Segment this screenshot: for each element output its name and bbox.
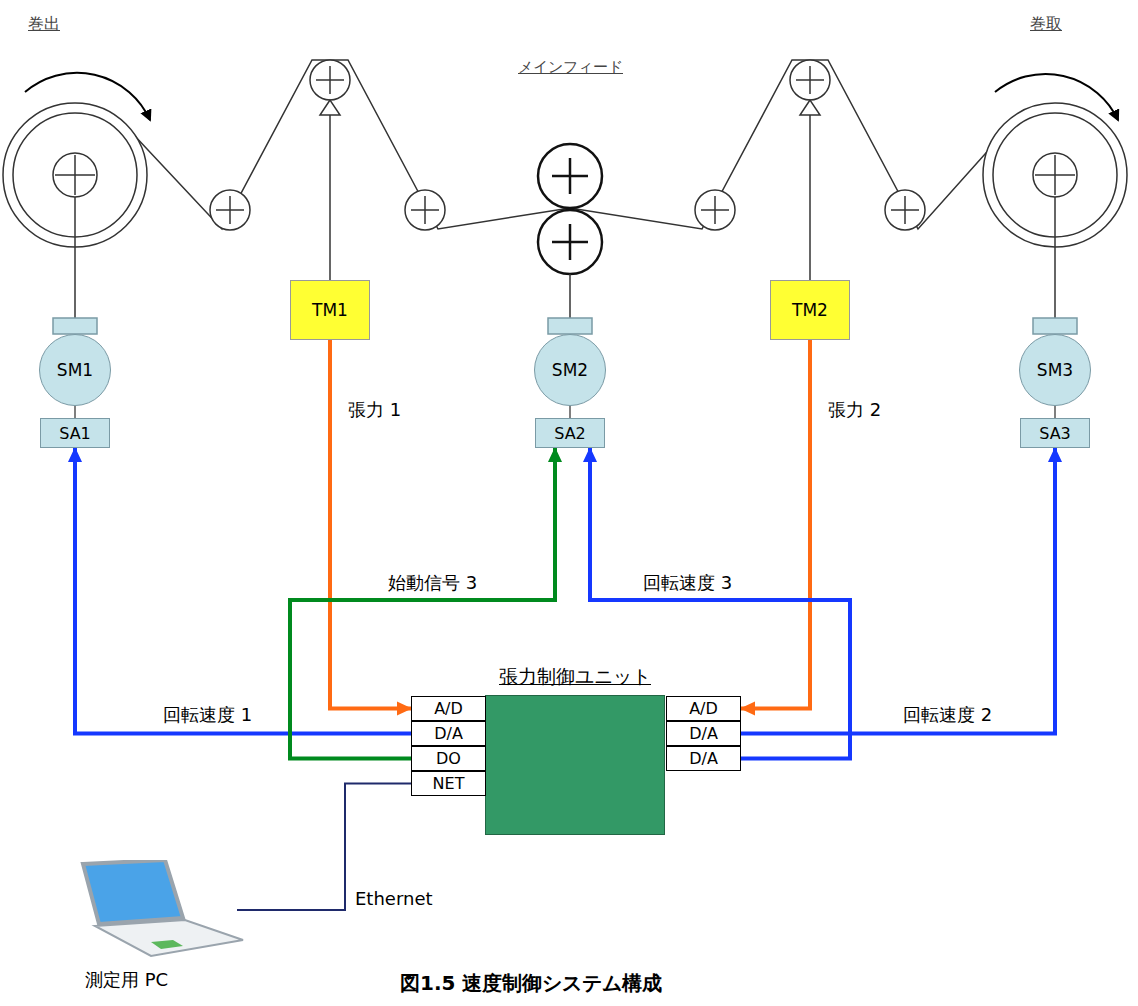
node-label: D/A <box>689 749 718 768</box>
signal-label: Ethernet <box>352 888 436 909</box>
tension-sensor-mount <box>320 100 820 280</box>
io-port: A/D <box>411 696 486 721</box>
rotation-arrow <box>25 73 150 120</box>
node-label: A/D <box>434 699 463 718</box>
measurement-pc: 測定用 PC <box>55 860 245 960</box>
laptop-base <box>95 920 243 956</box>
laptop-icon <box>55 860 245 960</box>
servo-motor-circle: SM3 <box>1019 334 1091 406</box>
servo-motor-circle: SM2 <box>534 334 606 406</box>
section-label: 巻出 <box>28 14 60 35</box>
signal-connector <box>569 406 571 418</box>
unit-heading: 張力制御ユニット <box>499 664 651 690</box>
io-port: D/A <box>411 721 486 746</box>
signal-label: 回転速度 1 <box>160 703 255 727</box>
signal-connector <box>330 340 411 709</box>
tension-meter-box: TM1 <box>290 280 370 340</box>
servo-amp-box: SA2 <box>535 418 605 448</box>
node-label: SM3 <box>1037 360 1073 380</box>
section-label: メインフィード <box>518 58 623 77</box>
control-unit: 張力制御ユニットA/DD/ADONETA/DD/AD/A <box>485 695 665 835</box>
laptop-screen <box>83 860 183 924</box>
signal-connector <box>75 448 411 734</box>
node-label: NET <box>433 774 465 793</box>
node-label: TM2 <box>792 300 828 320</box>
node-label: SM2 <box>552 360 588 380</box>
io-port: NET <box>411 771 486 796</box>
servo-amp-box: SA1 <box>40 418 110 448</box>
signal-label: 始動信号 3 <box>385 571 480 595</box>
idler-rollers <box>210 60 925 230</box>
node-label: SM1 <box>57 360 93 380</box>
io-port: D/A <box>666 746 741 771</box>
section-label: 巻取 <box>1030 14 1062 35</box>
node-label: SA3 <box>1039 424 1071 443</box>
node-label: SA2 <box>554 424 586 443</box>
signal-label: 張力 1 <box>345 398 404 422</box>
node-label: TM1 <box>312 300 348 320</box>
signal-label: 回転速度 3 <box>640 571 735 595</box>
node-label: A/D <box>689 699 718 718</box>
motor-shafts <box>53 197 1077 334</box>
rotation-arrow <box>995 74 1118 120</box>
signal-label: 回転速度 2 <box>900 703 995 727</box>
node-label: D/A <box>434 724 463 743</box>
servo-motor-circle: SM1 <box>39 334 111 406</box>
node-label: SA1 <box>59 424 91 443</box>
signal-connector <box>1054 406 1056 418</box>
signal-label: 張力 2 <box>825 398 884 422</box>
io-port: DO <box>411 746 486 771</box>
main-feed-rollers <box>538 144 602 274</box>
pc-label: 測定用 PC <box>85 968 168 992</box>
tension-meter-box: TM2 <box>770 280 850 340</box>
servo-amp-box: SA3 <box>1020 418 1090 448</box>
signal-connector <box>741 340 810 709</box>
signal-connector <box>741 448 1055 734</box>
io-port: D/A <box>666 721 741 746</box>
signal-connector <box>74 406 76 418</box>
laptop-touchpad <box>151 940 183 949</box>
io-port: A/D <box>666 696 741 721</box>
node-label: DO <box>436 749 461 768</box>
node-label: D/A <box>689 724 718 743</box>
figure-caption: 図1.5 速度制御システム構成 <box>400 970 662 997</box>
web-film <box>118 60 1020 229</box>
